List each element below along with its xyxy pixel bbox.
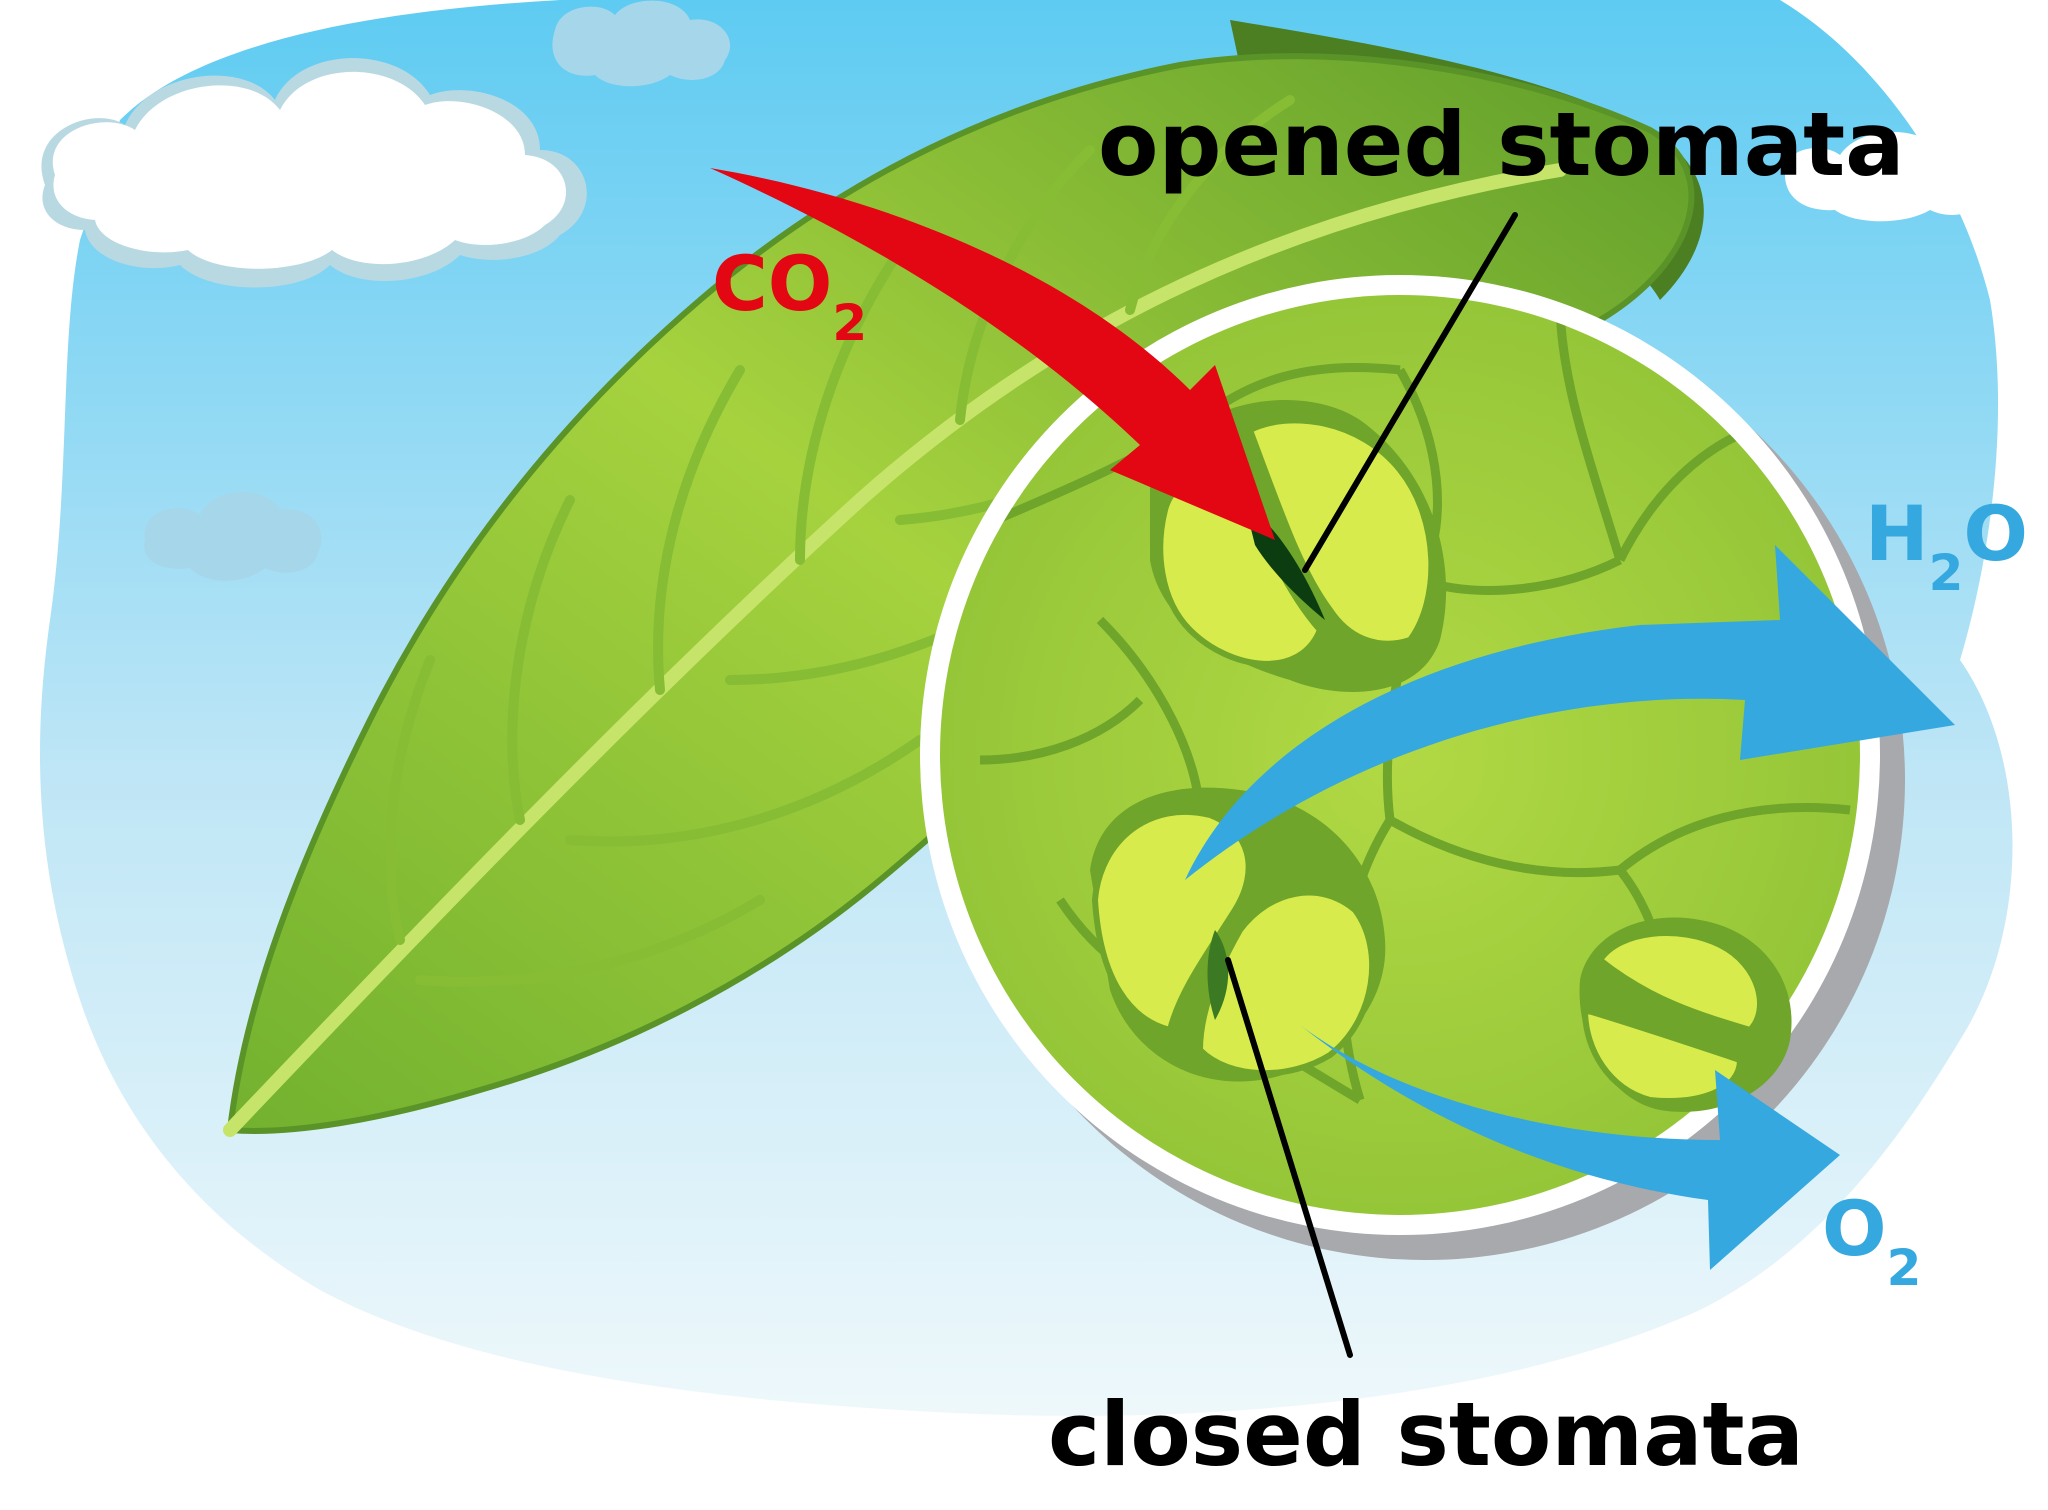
h2o-label: H2O [1865,489,2028,602]
o2-arrow-icon [1300,1025,1840,1270]
h2o-label-sub: 2 [1929,544,1964,602]
co2-label: CO2 [712,239,867,352]
guard-cell-icon [1090,787,1386,1082]
closed-stomata-label: closed stomata [1048,1383,1804,1486]
co2-label-main: CO [712,239,832,328]
guard-cell-icon [1579,917,1792,1112]
cloud-icon [552,0,731,87]
co2-label-sub: 2 [832,294,867,352]
cloud-icon [41,58,587,288]
closed-stomata-leader [1225,957,1353,1358]
h2o-label-main-1: H [1865,489,1929,578]
o2-label-main: O [1822,1184,1887,1273]
h2o-arrow-icon [1185,545,1955,880]
cloud-icon [1784,131,1988,222]
o2-label-sub: 2 [1887,1239,1922,1297]
h2o-label-main-2: O [1963,489,2028,578]
magnifier-circle-icon [920,275,1905,1260]
opened-stomata-leader [1302,212,1518,573]
cloud-icon [144,491,322,581]
o2-label: O2 [1822,1184,1921,1297]
co2-arrow-icon [710,168,1275,540]
opened-stomata-label: opened stomata [1098,93,1905,196]
